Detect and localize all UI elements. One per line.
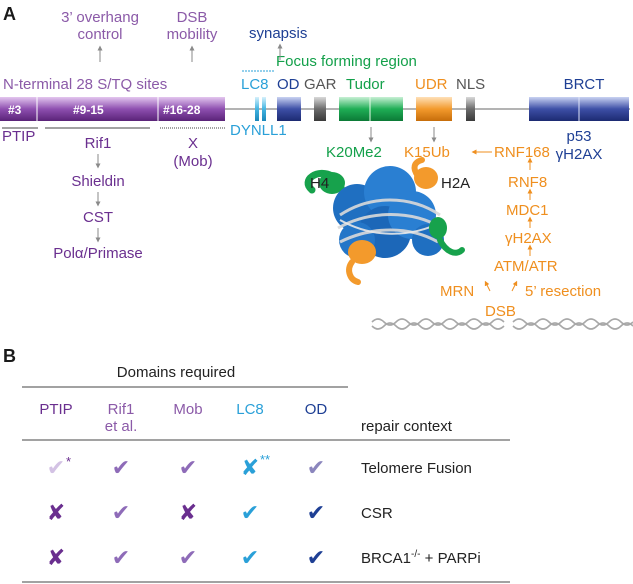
row1-ptip-check: ✔ [47, 455, 65, 480]
mrn-label: MRN [440, 283, 474, 300]
row3-lc8-check: ✔ [241, 545, 259, 570]
row1-lc8-asterisks: ** [260, 452, 270, 467]
panel-a-label: A [3, 4, 16, 24]
atm-atr-label: ATM/ATR [494, 258, 558, 275]
col-repair-context: repair context [361, 418, 453, 435]
nterm-label: N-terminal 28 S/TQ sites [3, 76, 167, 93]
row2-lc8-check: ✔ [241, 500, 259, 525]
row1-rif1-check: ✔ [112, 455, 130, 480]
x-label: X [188, 135, 198, 152]
row3-context-sup: -/- [411, 549, 420, 560]
row1-ptip-asterisk: * [66, 454, 71, 469]
dsb-label: DSB [485, 303, 516, 320]
od-label: OD [277, 76, 300, 93]
col-lc8: LC8 [236, 401, 264, 418]
focus-forming-label: Focus forming region [276, 53, 417, 70]
dna-break-icon [371, 318, 633, 330]
k15ub-label: K15Ub [404, 144, 450, 161]
mdc1-label: MDC1 [506, 202, 549, 219]
resection-arrow [511, 280, 518, 292]
col-mob: Mob [173, 401, 202, 418]
row3-context: BRCA1-/- + PARPi [361, 549, 481, 567]
ptip-label: PTIP [2, 128, 35, 145]
k20me2-label: K20Me2 [326, 144, 382, 161]
nucleosome-icon [304, 157, 465, 285]
h4-label: H4 [310, 175, 329, 192]
site3-label: #3 [8, 103, 22, 117]
row1-lc8-cross: ✘ [241, 455, 259, 480]
row3-mob-check: ✔ [179, 545, 197, 570]
site9-label: #9-15 [73, 103, 104, 117]
mobility-label-2: mobility [167, 26, 218, 43]
overhang-label-2: control [77, 26, 122, 43]
shieldin-label: Shieldin [71, 173, 124, 190]
dynll1-label: DYNLL1 [230, 122, 287, 139]
od-box [277, 97, 301, 121]
h2a-label: H2A [441, 175, 470, 192]
panel-b-label: B [3, 346, 16, 366]
synapsis-label: synapsis [249, 25, 307, 42]
row1-context: Telomere Fusion [361, 460, 472, 477]
mob-label: (Mob) [173, 153, 212, 170]
lc8-box-1 [255, 97, 259, 121]
row2-od-check: ✔ [307, 500, 325, 525]
row1-mob-check: ✔ [179, 455, 197, 480]
row2-context: CSR [361, 505, 393, 522]
col-ptip: PTIP [39, 401, 72, 418]
rif1-label: Rif1 [85, 135, 112, 152]
udr-box [416, 97, 452, 121]
lc8-box-2 [262, 97, 266, 121]
nls-box [466, 97, 475, 121]
row1-od-check: ✔ [307, 455, 325, 480]
gh2ax-label: γH2AX [505, 230, 552, 247]
tudor-label: Tudor [346, 76, 385, 93]
domains-required-header: Domains required [117, 364, 235, 381]
mobility-label-1: DSB [177, 9, 208, 26]
row3-context-main: BRCA1 [361, 550, 411, 567]
nls-label: NLS [456, 76, 485, 93]
overhang-label-1: 3’ overhang [61, 9, 139, 26]
resection-label: 5’ resection [525, 283, 601, 300]
site16-label: #16-28 [163, 103, 201, 117]
row3-context-tail: + PARPi [420, 550, 480, 567]
pol-label: Polα/Primase [53, 245, 143, 262]
row3-rif1-check: ✔ [112, 545, 130, 570]
row3-ptip-cross: ✘ [47, 545, 65, 570]
row2-rif1-check: ✔ [112, 500, 130, 525]
row2-ptip-cross: ✘ [47, 500, 65, 525]
mrn-arrow [484, 280, 491, 292]
p53-label: p53 [566, 128, 591, 145]
tudor-box [339, 97, 403, 121]
col-rif1-etal: et al. [105, 418, 138, 435]
rnf8-label: RNF8 [508, 174, 547, 191]
row2-mob-cross: ✘ [179, 500, 197, 525]
gar-box [314, 97, 326, 121]
brct-label: BRCT [564, 76, 605, 93]
udr-label: UDR [415, 76, 448, 93]
col-od: OD [305, 401, 328, 418]
col-rif1: Rif1 [108, 401, 135, 418]
gh2ax-brct-label: γH2AX [556, 146, 603, 163]
gar-label: GAR [304, 76, 337, 93]
cst-label: CST [83, 209, 113, 226]
rnf168-text: RNF168 [494, 144, 550, 161]
row3-od-check: ✔ [307, 545, 325, 570]
lc8-label: LC8 [241, 76, 269, 93]
